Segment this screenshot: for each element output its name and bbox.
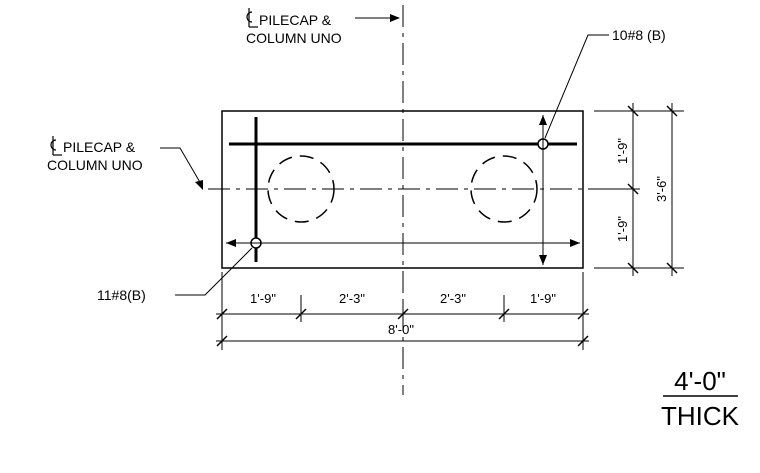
- dim-h-2: 2'-3": [339, 291, 365, 306]
- dim-h-3: 2'-3": [440, 291, 466, 306]
- dim-total-height: 3'-6": [654, 176, 669, 202]
- dim-v-2: 1'-9": [615, 216, 630, 242]
- thickness-label: THICK: [661, 401, 740, 431]
- rebar-span-arrow-up: [539, 115, 547, 125]
- centerline-symbol-top: [246, 8, 258, 28]
- rebar-span-arrow-left: [226, 239, 236, 247]
- centerline-symbol-left: [50, 136, 62, 156]
- rebar-bottom-label: 11#8(B): [97, 287, 146, 303]
- centerline-top-line1: PILECAP &: [259, 12, 332, 28]
- centerline-top-line2: COLUMN UNO: [246, 30, 342, 46]
- rebar-group: [226, 115, 580, 265]
- pile-right: [470, 155, 538, 223]
- rebar-top-label: 10#8 (B): [612, 27, 666, 43]
- rebar-span-arrow-right: [570, 239, 580, 247]
- dim-h-4: 1'-9": [530, 291, 556, 306]
- rebar-span-arrow-down: [539, 255, 547, 265]
- leaders: [160, 14, 609, 296]
- centerlines: [208, 5, 600, 395]
- dim-h-1: 1'-9": [250, 291, 276, 306]
- thickness-value: 4'-0": [674, 366, 726, 396]
- horizontal-dimensions: [216, 272, 589, 350]
- pilecap-outline: [221, 110, 584, 269]
- centerline-left-line1: PILECAP &: [63, 139, 136, 155]
- centerline-left-line2: COLUMN UNO: [47, 157, 143, 173]
- vertical-dimensions: [594, 103, 684, 276]
- dim-total-width: 8'-0": [388, 322, 414, 337]
- dim-v-1: 1'-9": [615, 138, 630, 164]
- pile-left: [267, 155, 335, 223]
